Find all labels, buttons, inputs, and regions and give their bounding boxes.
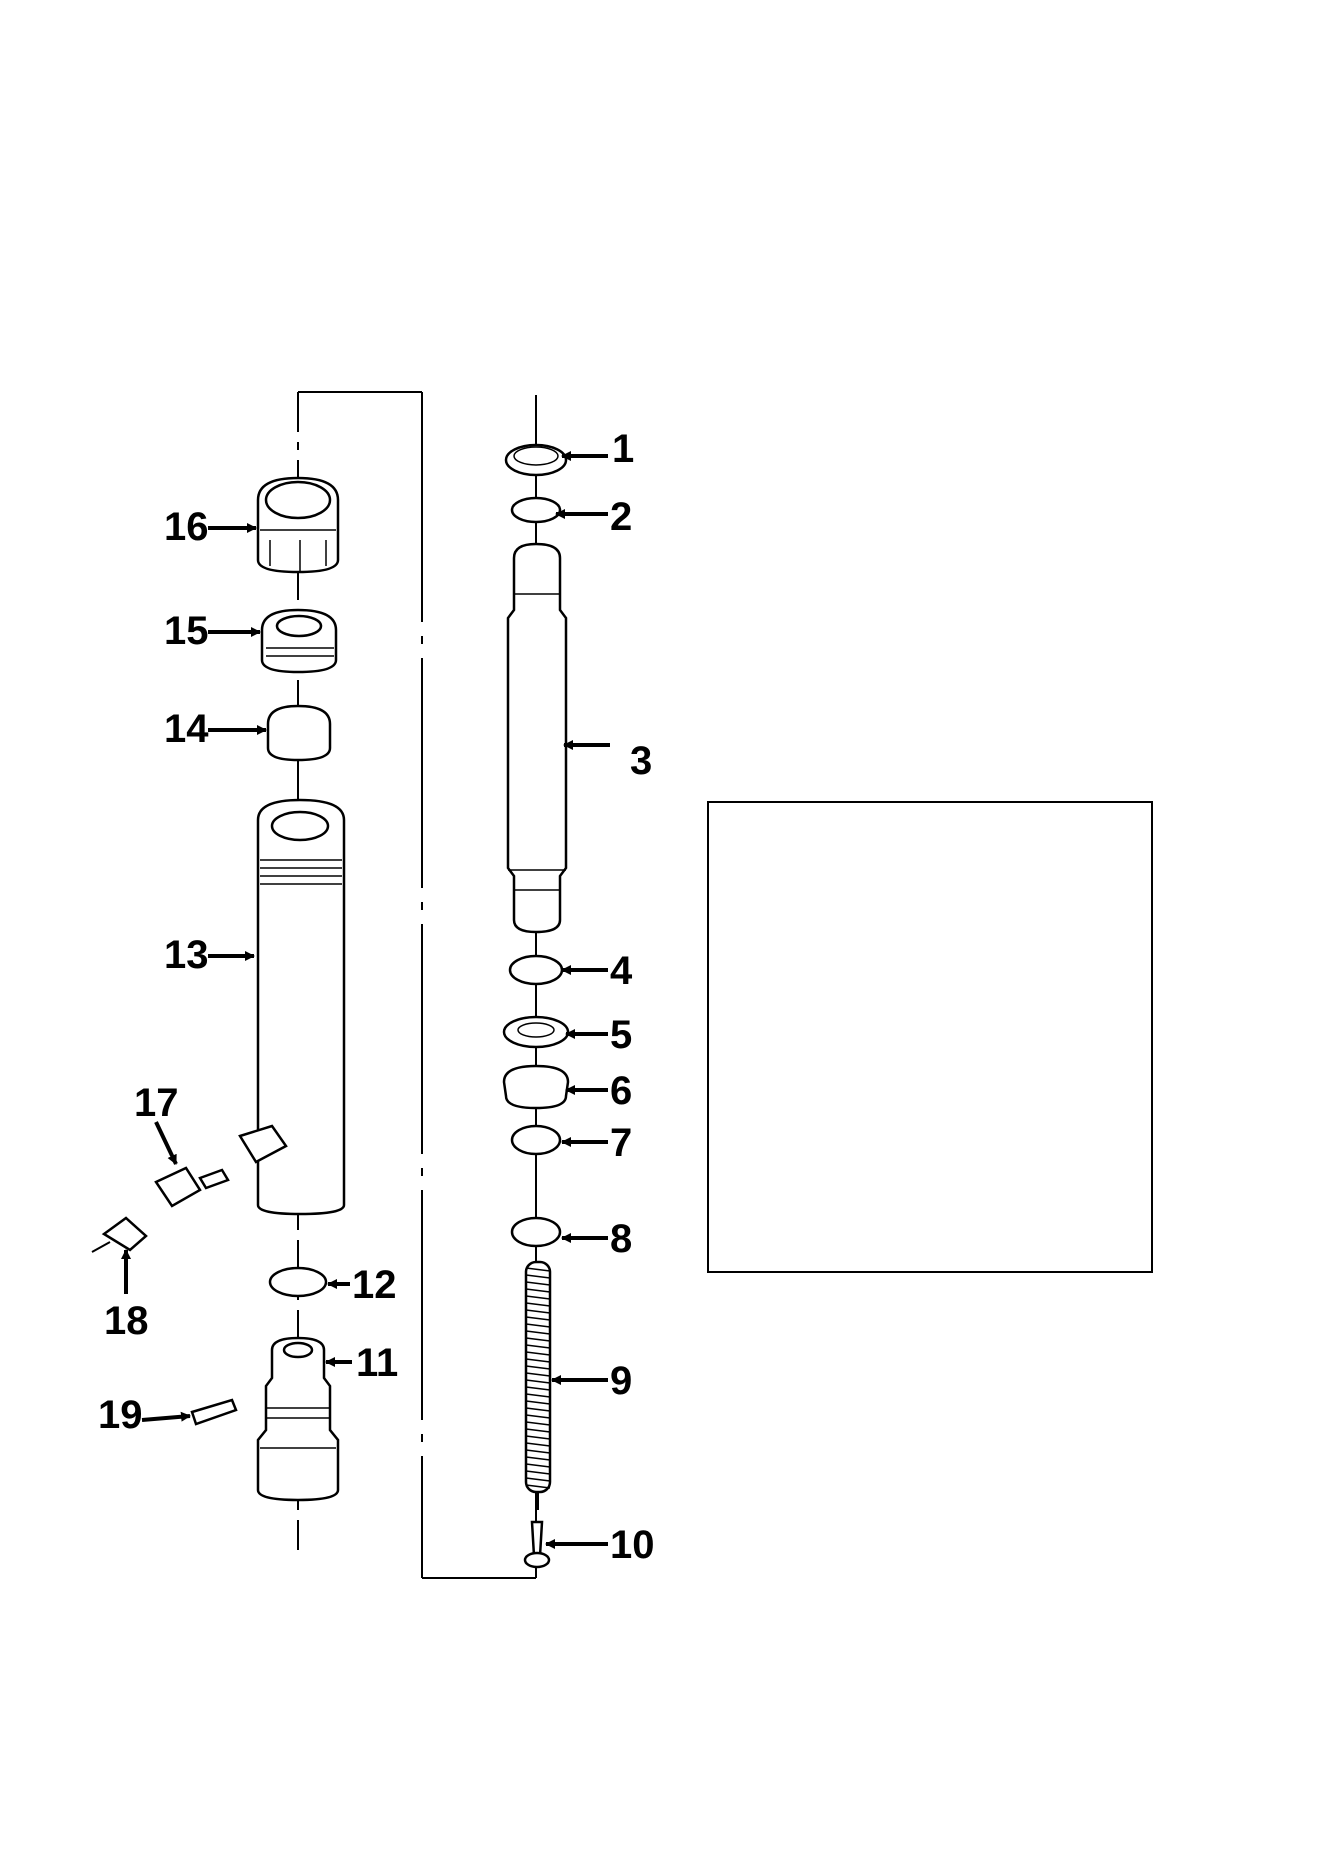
part-19-pin: [192, 1400, 236, 1424]
label-14: 14: [164, 707, 209, 751]
callout-1: 1: [562, 427, 634, 471]
label-1: 1: [612, 427, 634, 471]
label-15: 15: [164, 609, 209, 653]
callout-18: 18: [104, 1250, 149, 1343]
callout-9: 9: [552, 1359, 632, 1403]
callout-2: 2: [556, 495, 632, 539]
callout-17: 17: [134, 1081, 179, 1164]
label-4: 4: [610, 949, 633, 993]
part-9-spring: [526, 1262, 550, 1510]
callout-13: 13: [164, 933, 254, 977]
label-11: 11: [356, 1341, 398, 1385]
callout-10: 10: [546, 1523, 655, 1567]
part-3-shaft: [508, 544, 566, 932]
label-12: 12: [352, 1263, 397, 1307]
label-6: 6: [610, 1069, 632, 1113]
callout-3: 3: [564, 739, 652, 783]
callout-11: 11: [326, 1341, 398, 1385]
part-18-plug: [92, 1218, 146, 1252]
part-16-nut: [258, 478, 338, 572]
legend-box: [708, 802, 1152, 1272]
part-12-oring: [270, 1268, 326, 1296]
callout-5: 5: [566, 1013, 632, 1057]
part-7-ring: [512, 1126, 560, 1154]
part-1-seal: [506, 445, 566, 475]
callout-15: 15: [164, 609, 260, 653]
label-13: 13: [164, 933, 209, 977]
callout-19: 19: [98, 1393, 190, 1437]
part-2-ring: [512, 498, 560, 522]
part-15-collar: [262, 610, 336, 672]
label-8: 8: [610, 1217, 632, 1261]
part-14-cap: [268, 706, 330, 760]
callout-16: 16: [164, 505, 256, 549]
part-13-barrel: [240, 800, 344, 1214]
callout-4: 4: [562, 949, 633, 993]
label-18: 18: [104, 1299, 149, 1343]
callout-7: 7: [562, 1121, 632, 1165]
callout-6: 6: [566, 1069, 632, 1113]
label-16: 16: [164, 505, 209, 549]
callout-12: 12: [328, 1263, 397, 1307]
part-10-screw: [525, 1522, 549, 1567]
label-7: 7: [610, 1121, 632, 1165]
part-8-ring: [512, 1218, 560, 1246]
callout-14: 14: [164, 707, 266, 751]
label-9: 9: [610, 1359, 632, 1403]
callout-8: 8: [562, 1217, 632, 1261]
label-17: 17: [134, 1081, 179, 1125]
part-17-fitting: [156, 1168, 228, 1206]
label-5: 5: [610, 1013, 632, 1057]
part-5-washer: [504, 1017, 568, 1047]
label-2: 2: [610, 495, 632, 539]
part-4-ring: [510, 956, 562, 984]
label-19: 19: [98, 1393, 143, 1437]
label-3: 3: [630, 739, 652, 783]
part-6-cup: [504, 1066, 568, 1108]
label-10: 10: [610, 1523, 655, 1567]
